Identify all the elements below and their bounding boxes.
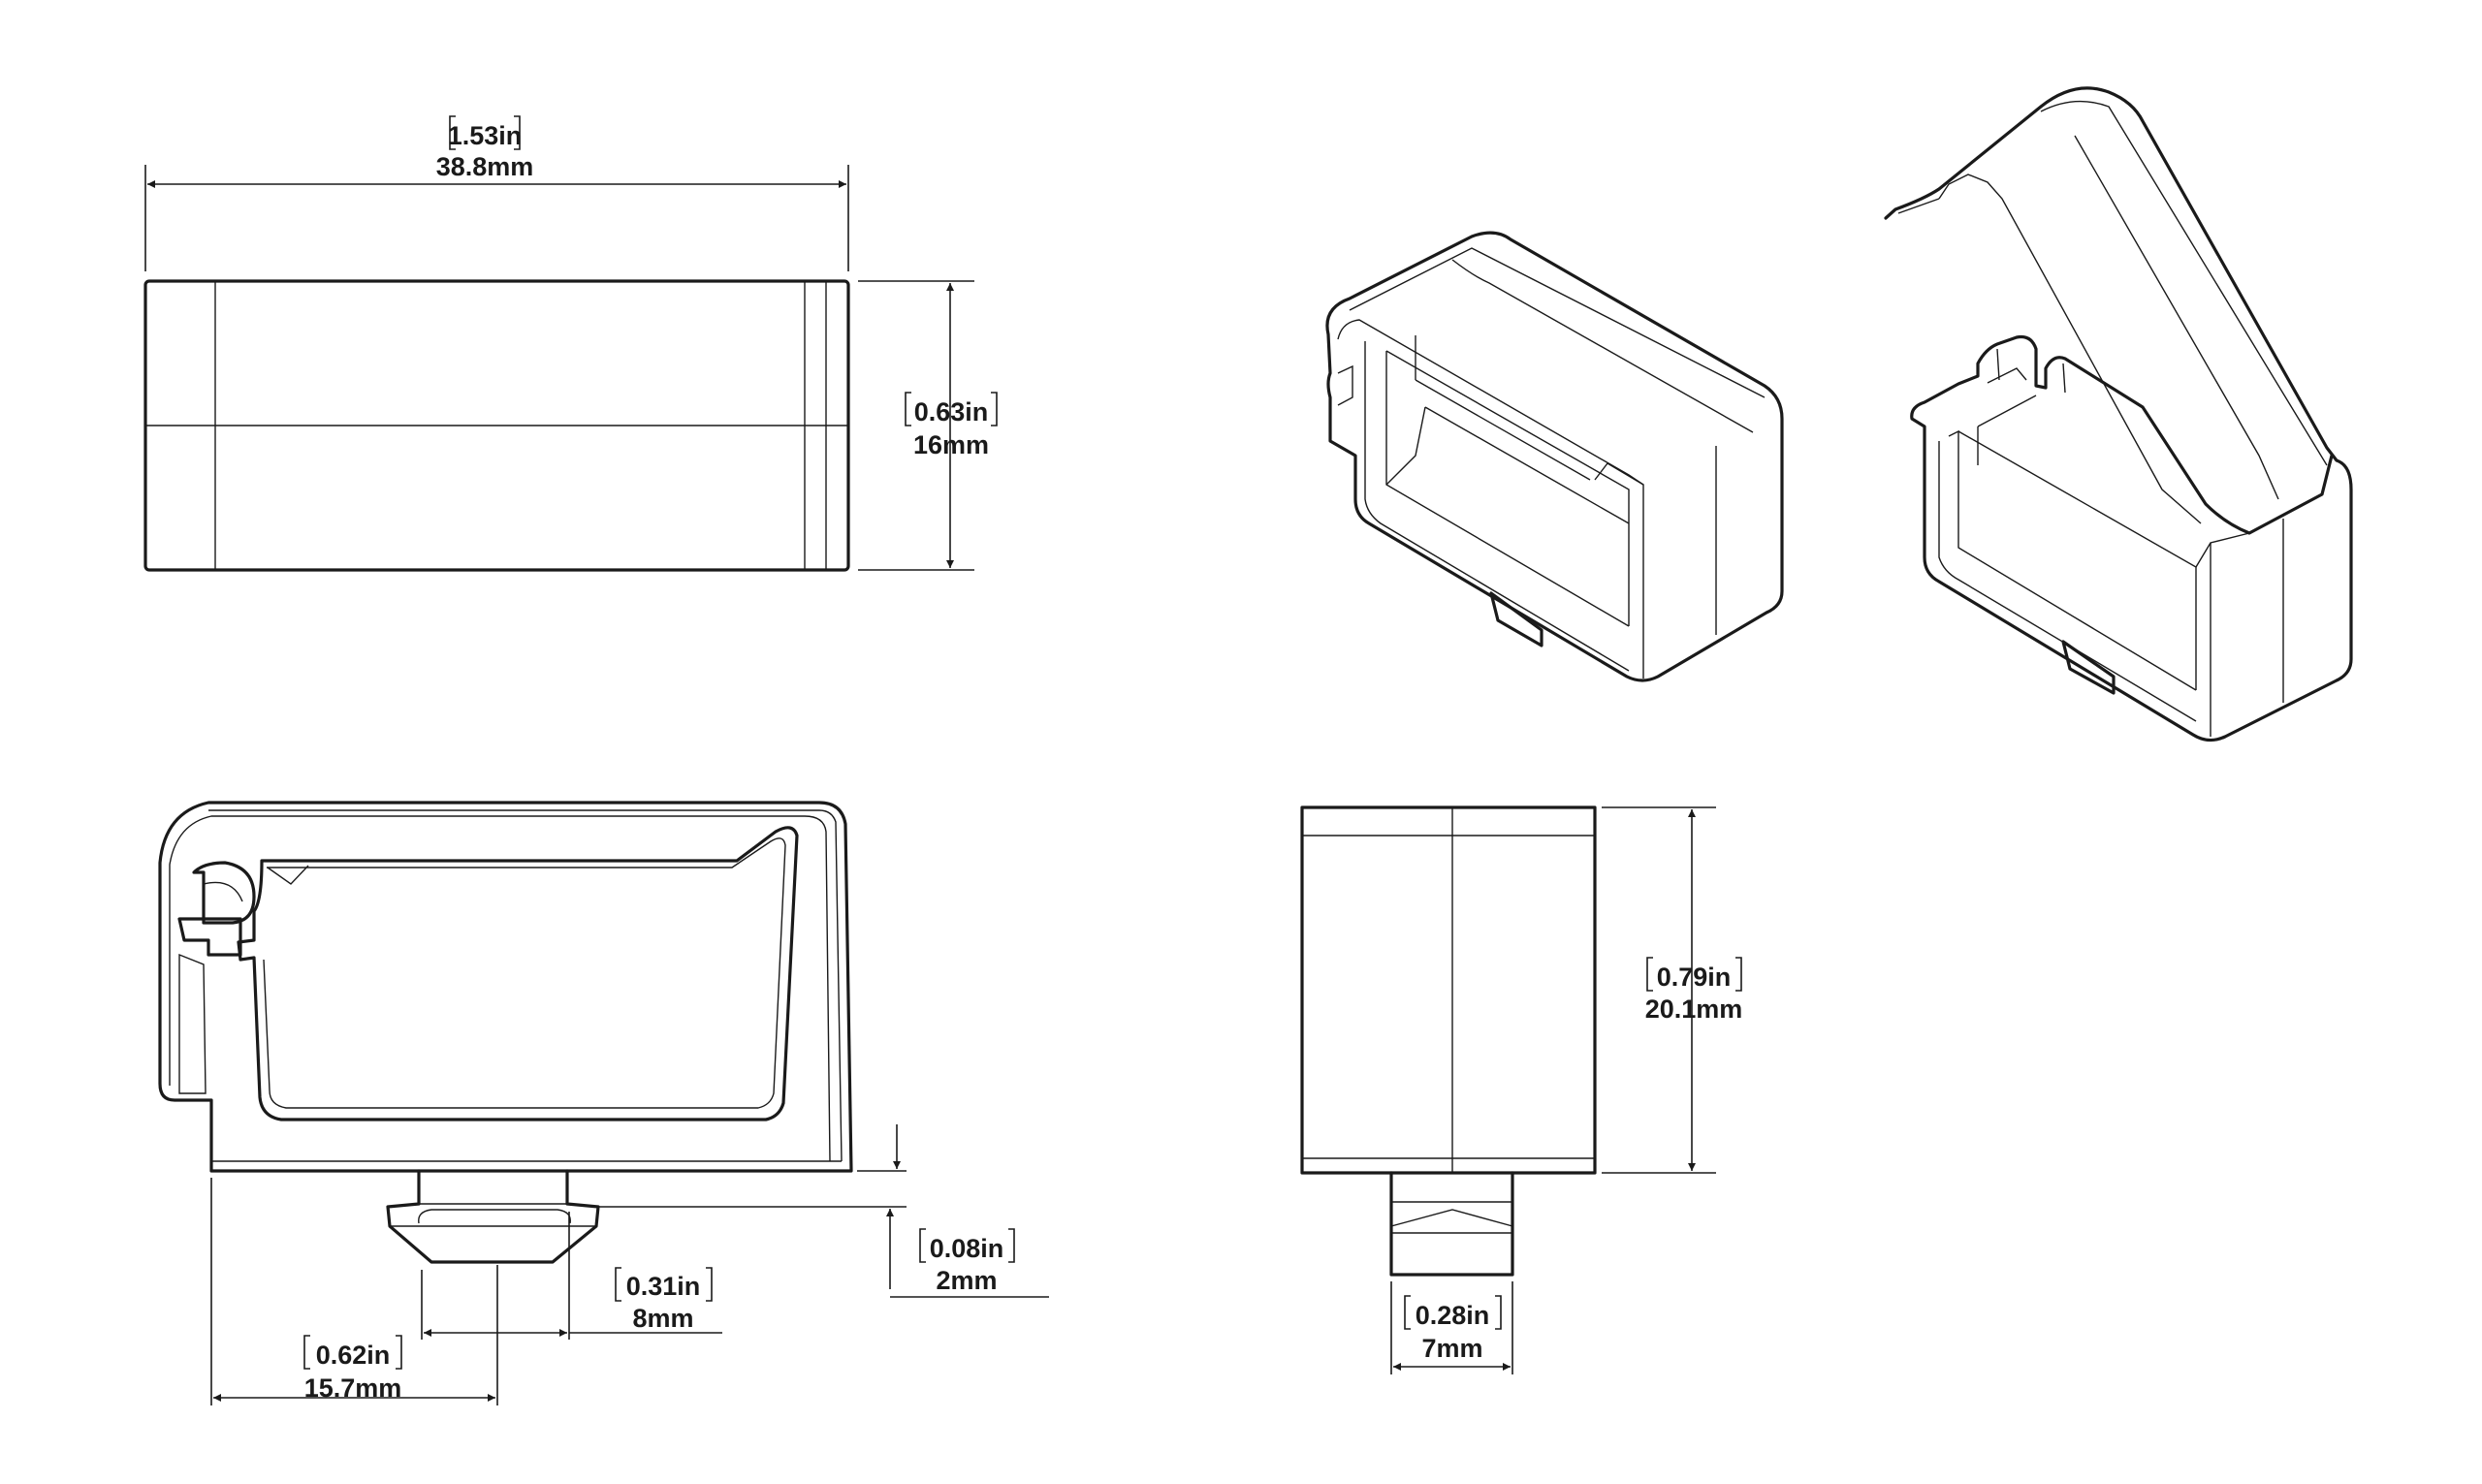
dim-height-top-inch: 0.63in bbox=[914, 397, 989, 426]
dim-slot-offset: 0.08in 2mm bbox=[919, 1228, 1015, 1295]
dim-width-top: 1.53in 38.8mm bbox=[436, 115, 534, 181]
end-view bbox=[1300, 805, 1597, 1277]
dim-height-end-inch: 0.79in bbox=[1657, 963, 1732, 992]
top-view bbox=[143, 165, 974, 572]
dim-width-top-inch: 1.53in bbox=[448, 121, 523, 150]
dim-width-top-mm: 38.8mm bbox=[436, 152, 534, 181]
dim-tab-width-end-inch: 0.28in bbox=[1416, 1301, 1490, 1330]
dim-height-top-mm: 16mm bbox=[913, 430, 989, 459]
iso-view-closed bbox=[1325, 231, 1784, 682]
dim-tab-position: 0.62in 15.7mm bbox=[303, 1335, 402, 1403]
dim-slot-offset-inch: 0.08in bbox=[930, 1234, 1004, 1263]
dim-tab-position-mm: 15.7mm bbox=[304, 1373, 402, 1403]
dim-tab-width-mm: 8mm bbox=[632, 1304, 693, 1333]
dim-tab-width: 0.31in 8mm bbox=[615, 1267, 713, 1333]
dim-tab-position-inch: 0.62in bbox=[316, 1341, 391, 1370]
front-view bbox=[158, 801, 853, 1264]
dim-tab-width-end: 0.28in 7mm bbox=[1404, 1295, 1502, 1363]
dim-height-top: 0.63in 16mm bbox=[905, 392, 998, 459]
dim-height-end-mm: 20.1mm bbox=[1645, 995, 1743, 1024]
dim-height-end: 0.79in 20.1mm bbox=[1645, 957, 1743, 1024]
end-dimension-lines bbox=[1390, 806, 1716, 1374]
front-dimension-lines bbox=[210, 1124, 1049, 1405]
iso-view-open bbox=[1884, 86, 2353, 742]
dim-slot-offset-mm: 2mm bbox=[936, 1266, 997, 1295]
dim-tab-width-inch: 0.31in bbox=[626, 1272, 701, 1301]
dim-tab-width-end-mm: 7mm bbox=[1421, 1334, 1482, 1363]
